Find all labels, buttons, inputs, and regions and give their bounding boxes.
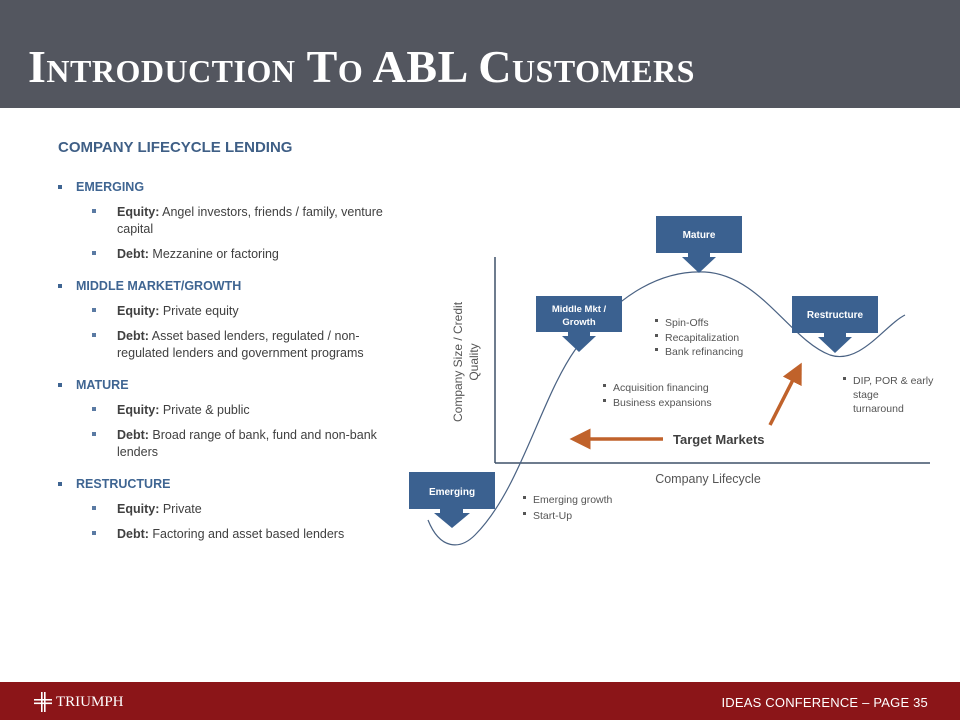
footer-bar [0,682,960,720]
bullet-icon [603,399,606,402]
down-arrow-icon [434,509,470,528]
stage-restructure: RESTRUCTURE [58,477,388,491]
note-spin-offs: Spin-Offs [665,317,709,329]
note-acquisition: Acquisition financing [613,382,709,394]
bullet-icon [655,319,658,322]
bullet-icon [58,482,62,486]
list-item: Debt: Factoring and asset based lenders [58,526,388,543]
stage-box-middle-market: Middle Mkt / Growth [536,296,622,352]
logo-text: TRIUMPH [56,693,124,710]
stage-box-restructure: Restructure [792,296,878,353]
note-emerging-growth: Emerging growth [533,494,613,506]
bullet-icon [523,496,526,499]
note-business-expansions: Business expansions [613,397,712,409]
down-arrow-icon [562,332,596,352]
item-key: Debt: [117,247,149,261]
y-axis-label: Company Size / Credit [451,301,465,422]
stage-label: MIDDLE MARKET/GROWTH [76,279,242,293]
triumph-logo: TRIUMPH [34,692,124,712]
item-key: Equity: [117,502,160,516]
item-key: Equity: [117,304,160,318]
list-item: Debt: Mezzanine or factoring [58,246,388,263]
bullet-icon [92,531,96,535]
list-item: Debt: Asset based lenders, regulated / n… [58,328,388,362]
lending-outline: EMERGING Equity: Angel investors, friend… [58,180,388,551]
target-arrow-up [768,362,802,426]
bullet-icon [92,407,96,411]
bullet-icon [655,334,658,337]
target-markets-label: Target Markets [673,432,765,447]
page-title: Introduction To ABL Customers [28,41,695,92]
note-stage: stage [853,389,879,401]
item-key: Debt: [117,329,149,343]
bullet-icon [92,209,96,213]
cross-logo-icon [34,692,52,712]
bullet-icon [92,308,96,312]
list-item: Equity: Private [58,501,388,518]
item-text: Factoring and asset based lenders [148,527,345,541]
list-item: Equity: Private & public [58,402,388,419]
stage-middle-market: MIDDLE MARKET/GROWTH [58,279,388,293]
bullet-icon [58,185,62,189]
stage-mature: MATURE [58,378,388,392]
page-label: IDEAS CONFERENCE – PAGE 35 [721,695,928,710]
stage-label: EMERGING [76,180,145,194]
item-text: Asset based lenders, regulated / non-reg… [117,329,364,360]
stage-box-label-line2: Growth [562,317,595,328]
stage-box-label: Mature [683,230,716,241]
item-text: Broad range of bank, fund and non-bank l… [117,428,377,459]
item-text: Angel investors, friends / family, ventu… [117,205,383,236]
bullet-icon [92,506,96,510]
stage-box-label: Emerging [429,487,475,498]
item-text: Private & public [159,403,250,417]
bullet-icon [92,333,96,337]
bullet-icon [523,512,526,515]
item-text: Mezzanine or factoring [148,247,279,261]
down-arrow-icon [818,333,852,353]
bullet-icon [655,348,658,351]
bullet-icon [603,384,606,387]
stage-box-mature: Mature [656,216,742,273]
section-heading: COMPANY LIFECYCLE LENDING [58,139,293,156]
down-arrow-icon [682,253,716,273]
stage-label: MATURE [76,378,129,392]
list-item: Equity: Private equity [58,303,388,320]
bullet-icon [843,377,846,380]
stage-box-label: Middle Mkt / [552,304,607,315]
title-banner: Introduction To ABL Customers [0,0,960,108]
item-key: Equity: [117,205,160,219]
list-item: Equity: Angel investors, friends / famil… [58,204,388,238]
y-axis-label-line2: Quality [467,343,481,380]
bullet-icon [92,251,96,255]
note-start-up: Start-Up [533,510,572,522]
item-text: Private equity [159,304,239,318]
note-turnaround: turnaround [853,403,904,415]
item-key: Equity: [117,403,160,417]
note-recapitalization: Recapitalization [665,332,739,344]
bullet-icon [58,383,62,387]
note-bank-refinancing: Bank refinancing [665,346,743,358]
item-text: Private [159,502,202,516]
stage-emerging: EMERGING [58,180,388,194]
bullet-icon [92,432,96,436]
stage-label: RESTRUCTURE [76,477,171,491]
bullet-icon [58,284,62,288]
stage-box-emerging: Emerging [409,472,495,528]
list-item: Debt: Broad range of bank, fund and non-… [58,427,388,461]
item-key: Debt: [117,428,149,442]
lifecycle-curve [427,271,906,546]
item-key: Debt: [117,527,149,541]
stage-box-label: Restructure [807,310,864,321]
note-dip-por: DIP, POR & early [853,375,934,387]
x-axis-label: Company Lifecycle [655,472,761,486]
